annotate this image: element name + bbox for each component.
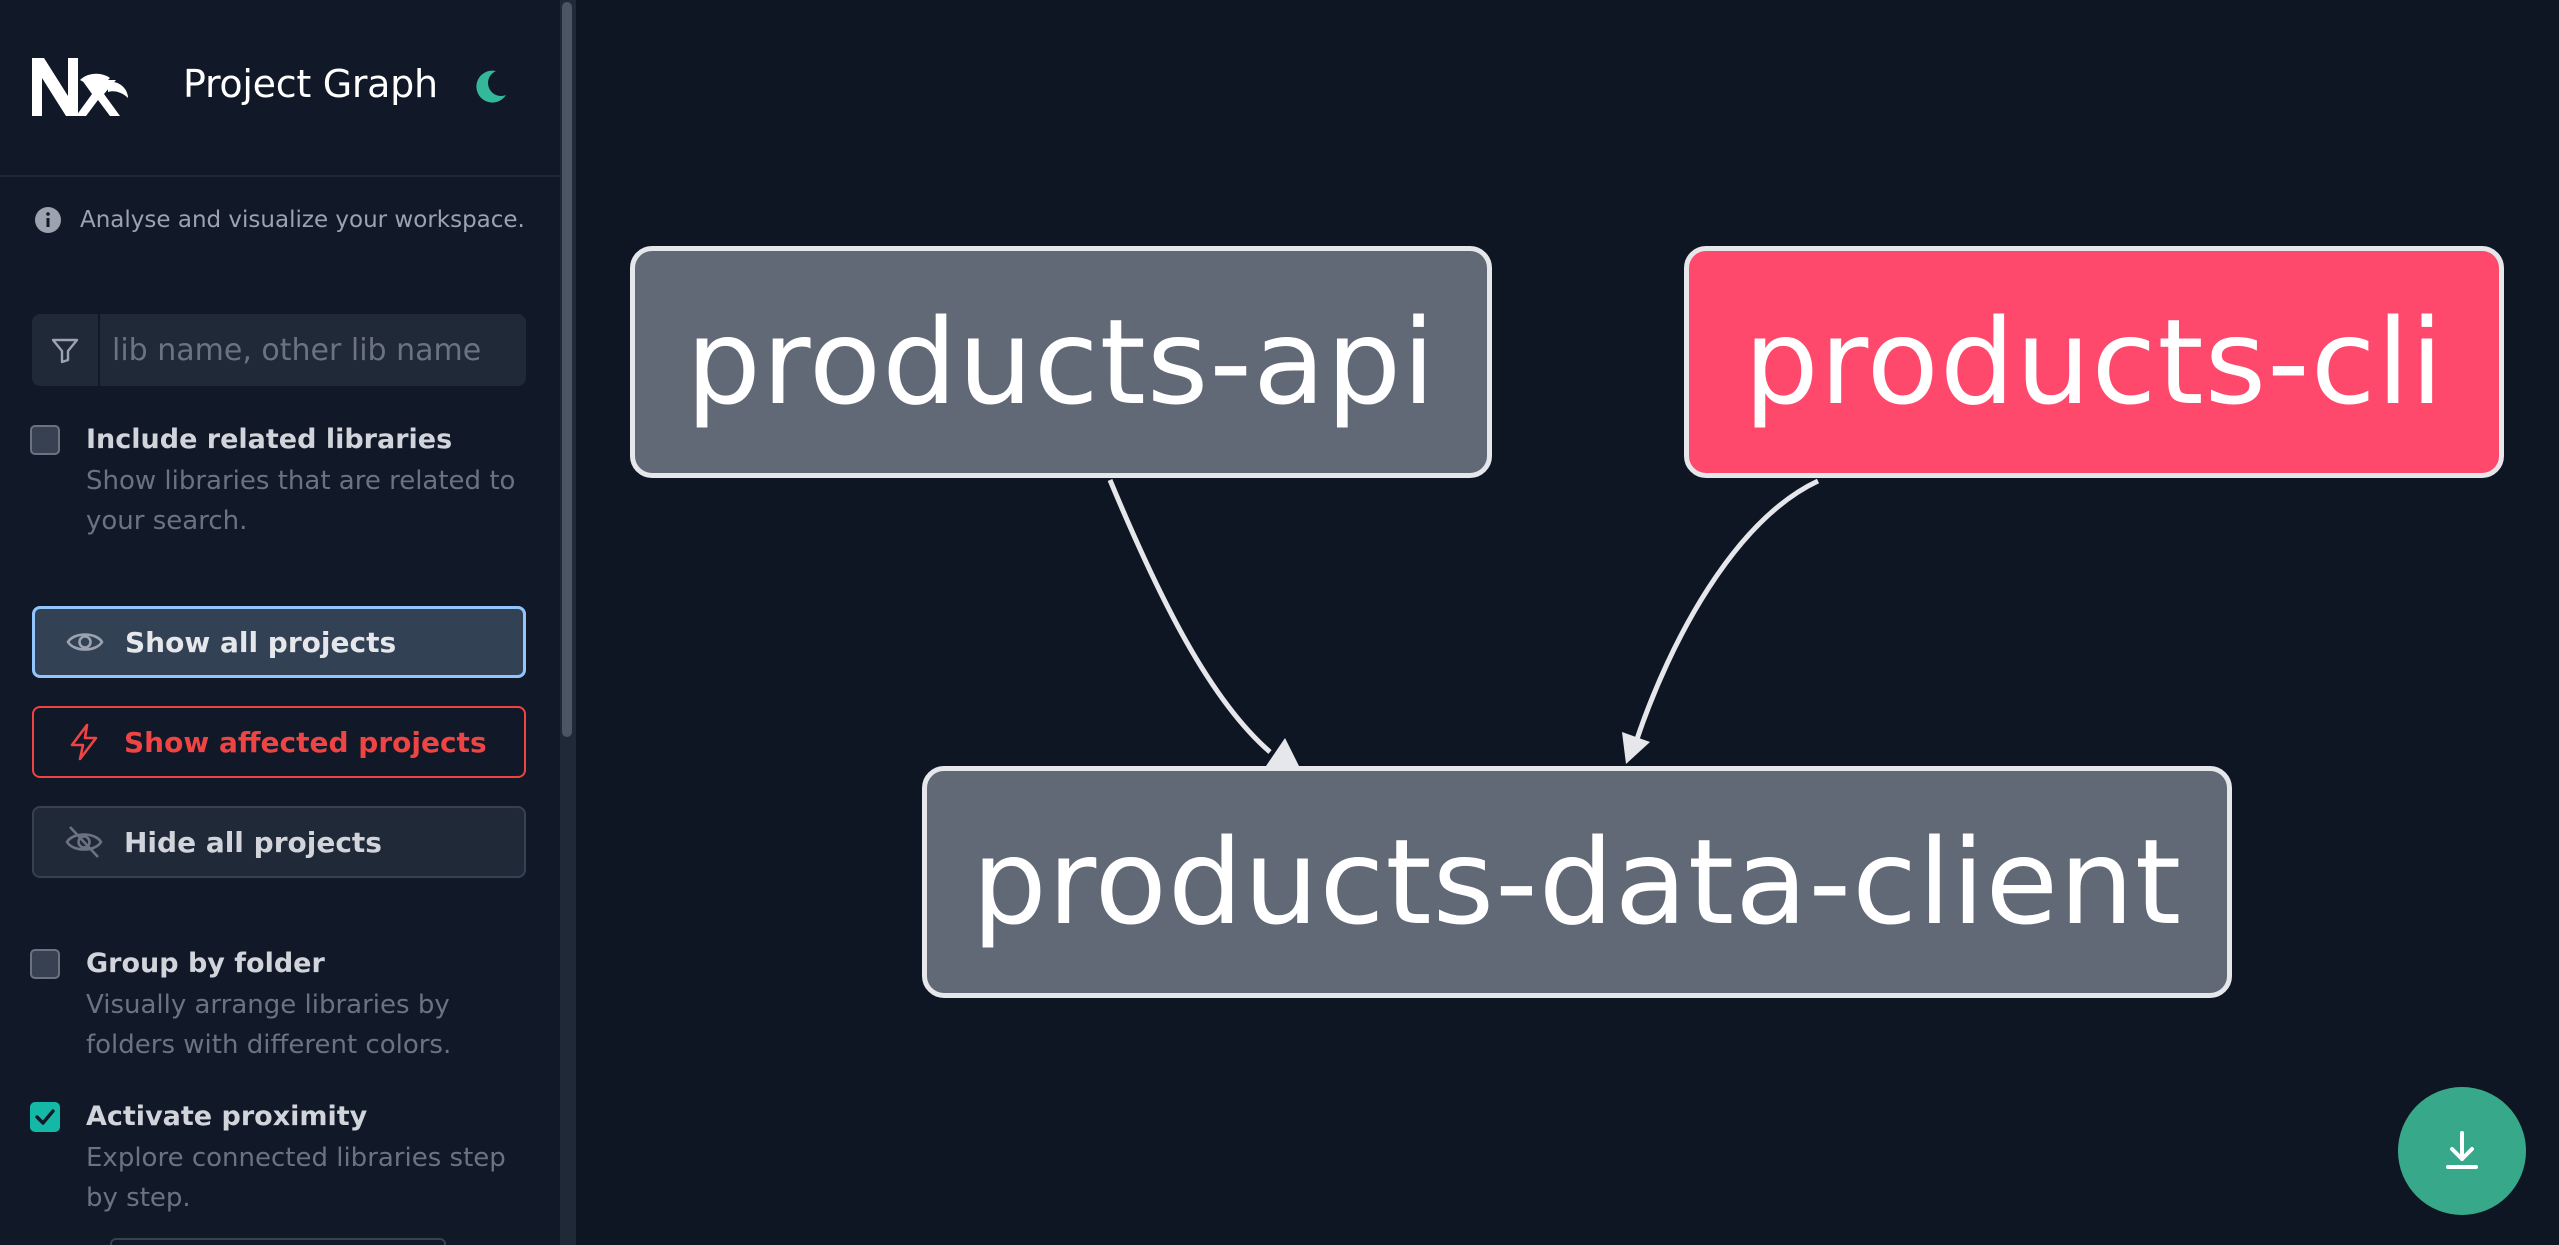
nx-logo bbox=[32, 58, 128, 116]
hide-all-projects-button[interactable]: Hide all projects bbox=[32, 806, 526, 878]
info-row: Analyse and visualize your workspace. bbox=[34, 200, 525, 240]
moon-icon[interactable] bbox=[470, 67, 510, 107]
hide-all-projects-label: Hide all projects bbox=[124, 825, 382, 859]
activate-proximity-label: Activate proximity bbox=[86, 1101, 368, 1132]
download-icon bbox=[2446, 1131, 2478, 1169]
graph-canvas[interactable] bbox=[576, 0, 2559, 1245]
group-by-folder-checkbox[interactable] bbox=[30, 949, 60, 979]
activate-proximity-checkbox[interactable] bbox=[30, 1102, 60, 1132]
group-by-folder-label: Group by folder bbox=[86, 948, 325, 979]
lightning-icon bbox=[70, 723, 98, 761]
show-affected-projects-button[interactable]: Show affected projects bbox=[32, 706, 526, 778]
sidebar-header: Project Graph bbox=[0, 0, 560, 177]
node-products-api[interactable]: products-api bbox=[630, 246, 1492, 478]
node-products-data-client[interactable]: products-data-client bbox=[922, 766, 2232, 998]
filter-icon-wrap bbox=[32, 314, 100, 386]
show-all-projects-label: Show all projects bbox=[125, 625, 397, 659]
app-title: Project Graph bbox=[183, 62, 438, 106]
show-affected-projects-label: Show affected projects bbox=[124, 725, 487, 759]
info-text: Analyse and visualize your workspace. bbox=[80, 207, 525, 233]
info-icon bbox=[35, 207, 61, 233]
eye-icon bbox=[66, 633, 104, 651]
include-related-description: Show libraries that are related to your … bbox=[86, 466, 516, 536]
filter-box bbox=[32, 314, 526, 386]
filter-input[interactable] bbox=[100, 319, 526, 381]
check-icon bbox=[35, 1109, 55, 1125]
show-all-projects-button[interactable]: Show all projects bbox=[32, 606, 526, 678]
proximity-stepper[interactable] bbox=[110, 1238, 446, 1245]
include-related-checkbox[interactable] bbox=[30, 425, 60, 455]
sidebar-scrollbar[interactable] bbox=[562, 2, 572, 737]
activate-proximity-description: Explore connected libraries step by step… bbox=[86, 1143, 506, 1213]
funnel-icon bbox=[51, 338, 79, 364]
eye-slash-icon bbox=[65, 826, 103, 858]
sidebar: Project Graph Analyse and visualize your… bbox=[0, 0, 560, 1245]
node-products-cli[interactable]: products-cli bbox=[1684, 246, 2504, 478]
include-related-label: Include related libraries bbox=[86, 424, 453, 455]
group-by-folder-description: Visually arrange libraries by folders wi… bbox=[86, 990, 452, 1060]
download-button[interactable] bbox=[2398, 1087, 2526, 1215]
